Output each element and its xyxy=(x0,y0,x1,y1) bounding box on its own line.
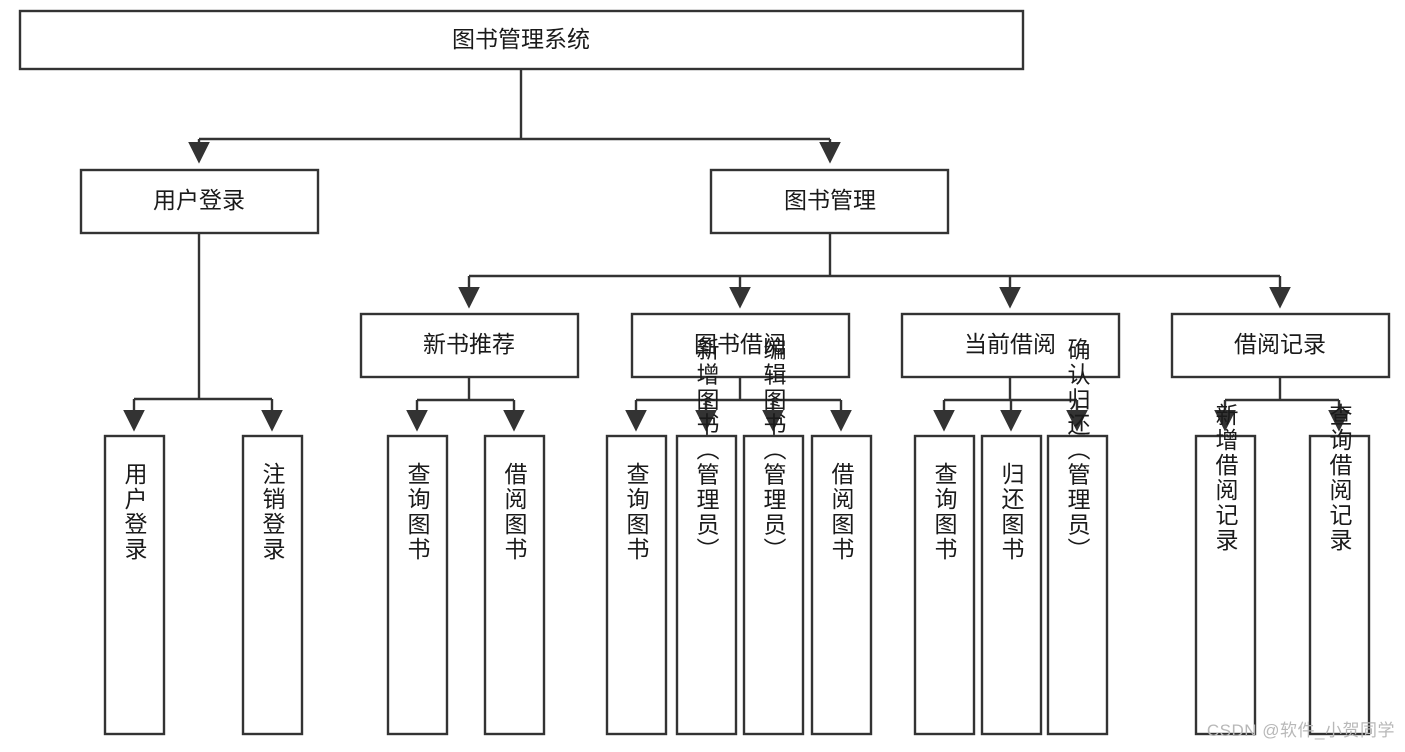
node-leaf-query-record[interactable]: 查询借阅记录 xyxy=(1308,403,1371,736)
node-leaf-query-book-2-label: 查询图书 xyxy=(623,462,650,562)
node-leaf-edit-book-box[interactable] xyxy=(742,434,805,736)
node-leaf-query-book-3-box[interactable] xyxy=(913,434,976,736)
node-leaf-user-login[interactable]: 用户登录 xyxy=(103,434,166,736)
node-leaf-borrow-book-2-label: 借阅图书 xyxy=(828,462,855,562)
node-leaf-query-record-box[interactable] xyxy=(1308,434,1371,736)
node-user-login-box[interactable] xyxy=(79,168,320,235)
node-book-management-label: 图书管理 xyxy=(784,187,876,213)
edge-group-new-book-recommend xyxy=(406,377,525,432)
node-leaf-return-book[interactable]: 归还图书 xyxy=(980,434,1043,736)
node-leaf-confirm-return-label: 确认归还（管理员） xyxy=(1064,338,1091,563)
node-leaf-borrow-book-2[interactable]: 借阅图书 xyxy=(810,434,873,736)
node-leaf-add-record-box[interactable] xyxy=(1194,434,1257,736)
node-leaf-logout-login-label: 注销登录 xyxy=(259,462,286,562)
node-leaf-add-record[interactable]: 新增借阅记录 xyxy=(1194,403,1257,736)
node-root[interactable]: 图书管理系统 xyxy=(18,9,1025,71)
edge-group-current-borrow xyxy=(933,377,1088,432)
node-borrow-record-box[interactable] xyxy=(1170,312,1391,379)
edge-group-borrow-record xyxy=(1214,377,1350,432)
node-new-book-recommend[interactable]: 新书推荐 xyxy=(359,312,580,379)
node-leaf-query-book-1-label: 查询图书 xyxy=(404,462,431,562)
node-user-login-label: 用户登录 xyxy=(153,187,245,213)
node-current-borrow[interactable]: 当前借阅 xyxy=(900,312,1121,379)
node-leaf-borrow-book-2-box[interactable] xyxy=(810,434,873,736)
node-new-book-recommend-box[interactable] xyxy=(359,312,580,379)
node-leaf-return-book-box[interactable] xyxy=(980,434,1043,736)
node-root-label: 图书管理系统 xyxy=(452,26,590,52)
node-leaf-add-book-box[interactable] xyxy=(675,434,738,736)
node-book-management-box[interactable] xyxy=(709,168,950,235)
node-book-borrow-box[interactable] xyxy=(630,312,851,379)
edge-group-root xyxy=(188,70,841,164)
edge-group-book-borrow xyxy=(625,377,852,432)
node-leaf-confirm-return[interactable]: 确认归还（管理员） xyxy=(1046,338,1109,736)
node-leaf-borrow-book-1-box[interactable] xyxy=(483,434,546,736)
node-leaf-query-book-1-box[interactable] xyxy=(386,434,449,736)
node-current-borrow-box[interactable] xyxy=(900,312,1121,379)
node-book-borrow-label: 图书借阅 xyxy=(694,331,786,357)
node-leaf-user-login-box[interactable] xyxy=(103,434,166,736)
node-leaf-add-book[interactable]: 新增图书（管理员） xyxy=(675,338,738,736)
node-leaf-user-login-label: 用户登录 xyxy=(121,462,148,562)
node-book-management[interactable]: 图书管理 xyxy=(709,168,950,235)
node-leaf-query-book-2[interactable]: 查询图书 xyxy=(605,434,668,736)
node-book-borrow[interactable]: 图书借阅 xyxy=(630,312,851,379)
node-leaf-edit-book[interactable]: 编辑图书（管理员） xyxy=(742,338,805,736)
node-leaf-edit-book-label: 编辑图书（管理员） xyxy=(760,338,787,563)
node-leaf-add-book-label: 新增图书（管理员） xyxy=(693,338,720,563)
node-leaf-query-book-2-box[interactable] xyxy=(605,434,668,736)
node-leaf-logout-login-box[interactable] xyxy=(241,434,304,736)
node-leaf-query-record-label: 查询借阅记录 xyxy=(1326,403,1353,553)
edge-group-book-management xyxy=(458,233,1291,309)
node-borrow-record-label: 借阅记录 xyxy=(1234,331,1326,357)
node-root-box[interactable] xyxy=(18,9,1025,71)
node-leaf-borrow-book-1[interactable]: 借阅图书 xyxy=(483,434,546,736)
node-leaf-logout-login[interactable]: 注销登录 xyxy=(241,434,304,736)
node-leaf-return-book-label: 归还图书 xyxy=(998,462,1025,562)
edge-group-user-login xyxy=(123,233,283,432)
node-current-borrow-label: 当前借阅 xyxy=(964,331,1056,357)
node-leaf-query-book-1[interactable]: 查询图书 xyxy=(386,434,449,736)
node-leaf-confirm-return-box[interactable] xyxy=(1046,434,1109,736)
node-leaf-add-record-label: 新增借阅记录 xyxy=(1212,403,1239,553)
node-borrow-record[interactable]: 借阅记录 xyxy=(1170,312,1391,379)
node-leaf-borrow-book-1-label: 借阅图书 xyxy=(501,462,528,562)
node-user-login[interactable]: 用户登录 xyxy=(79,168,320,235)
node-new-book-recommend-label: 新书推荐 xyxy=(423,331,515,357)
node-leaf-query-book-3[interactable]: 查询图书 xyxy=(913,434,976,736)
csdn-watermark: CSDN @软件_小贺同学 xyxy=(1206,721,1395,740)
node-leaf-query-book-3-label: 查询图书 xyxy=(931,462,958,562)
